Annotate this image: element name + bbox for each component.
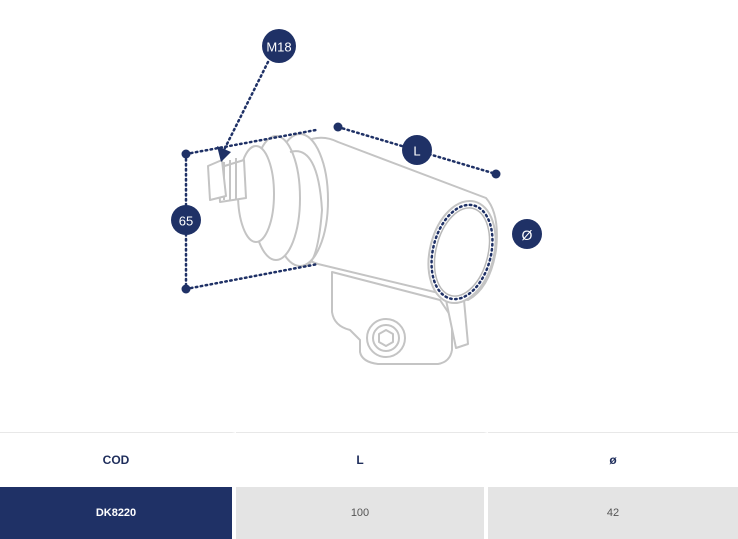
table-row: DK8220 100 42 <box>0 487 738 539</box>
height-top-line <box>184 128 318 156</box>
badge-height: 65 <box>171 205 201 235</box>
badge-diameter: Ø <box>512 219 542 249</box>
table-header-row: COD L ø <box>0 432 738 487</box>
thread-arrowhead <box>217 146 231 162</box>
thread-leader-line <box>222 60 270 152</box>
badge-thread: M18 <box>262 29 296 63</box>
diameter-ellipse <box>430 203 494 301</box>
badge-length: L <box>402 135 432 165</box>
cell-length: 100 <box>236 487 488 539</box>
dimension-endpoints <box>181 122 501 294</box>
height-bottom-line <box>184 262 320 291</box>
header-diameter: ø <box>488 432 738 487</box>
header-code: COD <box>0 432 236 487</box>
spec-table: COD L ø DK8220 100 42 <box>0 432 738 539</box>
clamp-fitting-illustration <box>207 133 498 365</box>
header-length: L <box>236 432 488 487</box>
badge-diameter-label: Ø <box>522 227 533 243</box>
product-diagram: M18 65 L Ø <box>171 29 542 365</box>
badge-height-label: 65 <box>179 214 193 229</box>
cell-diameter: 42 <box>488 487 738 539</box>
cell-code: DK8220 <box>0 487 236 539</box>
badge-thread-label: M18 <box>266 40 291 55</box>
badge-length-label: L <box>413 144 420 159</box>
